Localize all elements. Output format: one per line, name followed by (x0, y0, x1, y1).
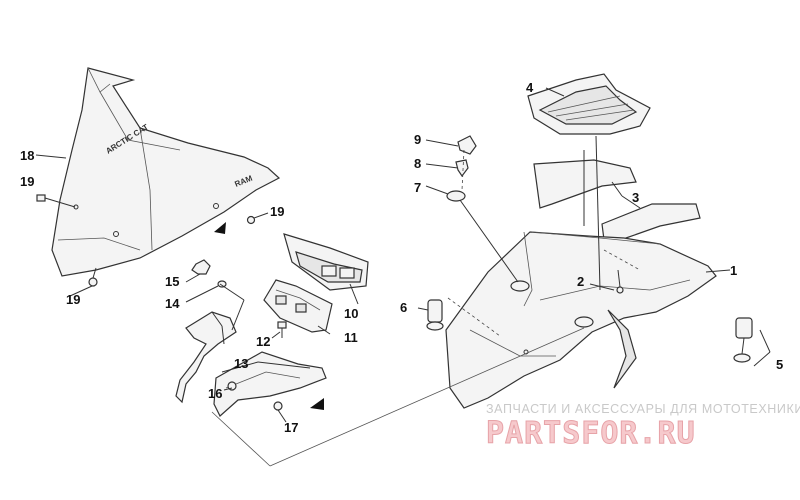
callout-8: 8 (414, 156, 421, 171)
nose-screw (616, 269, 624, 294)
nut-and-washer (191, 259, 227, 288)
watermark-logo: PARTSFOR.RU (486, 416, 696, 452)
leader-lines (35, 87, 771, 467)
callout-17: 17 (284, 420, 298, 435)
front-nose-body (445, 231, 717, 409)
side-panels (533, 159, 701, 241)
instrument-bracket (263, 279, 333, 333)
key-switch-parts (446, 135, 477, 202)
vent-grille (527, 73, 651, 135)
callout-19-bottom: 19 (66, 292, 80, 307)
callout-16: 16 (208, 386, 222, 401)
support-frame (175, 311, 327, 417)
callout-10: 10 (344, 306, 358, 321)
windshield: ARCTIC CAT RAM (51, 67, 281, 277)
callout-14: 14 (165, 296, 180, 311)
watermark-caption: ЗАПЧАСТИ И АКСЕССУАРЫ ДЛЯ МОТОТЕХНИКИ (486, 402, 800, 416)
callout-19-right: 19 (270, 204, 284, 219)
callout-4: 4 (526, 80, 534, 95)
callout-6: 6 (400, 300, 407, 315)
callout-12: 12 (256, 334, 270, 349)
windshield-screws (36, 194, 269, 287)
gauge-housing (283, 233, 369, 291)
callout-15: 15 (165, 274, 179, 289)
bracket-screw (277, 321, 287, 338)
callout-5: 5 (776, 357, 783, 372)
callout-19-top: 19 (20, 174, 34, 189)
fog-light-fitting (733, 317, 753, 363)
callout-9: 9 (414, 132, 421, 147)
direction-arrow-icon (214, 222, 226, 234)
direction-arrow-icon (310, 398, 324, 410)
light-fitting (426, 299, 444, 331)
callout-2: 2 (577, 274, 584, 289)
callout-7: 7 (414, 180, 421, 195)
callout-1: 1 (730, 263, 737, 278)
callout-18: 18 (20, 148, 34, 163)
frame-fasteners (227, 381, 283, 411)
callout-13: 13 (234, 356, 248, 371)
callout-3: 3 (632, 190, 639, 205)
callout-11: 11 (344, 330, 358, 345)
